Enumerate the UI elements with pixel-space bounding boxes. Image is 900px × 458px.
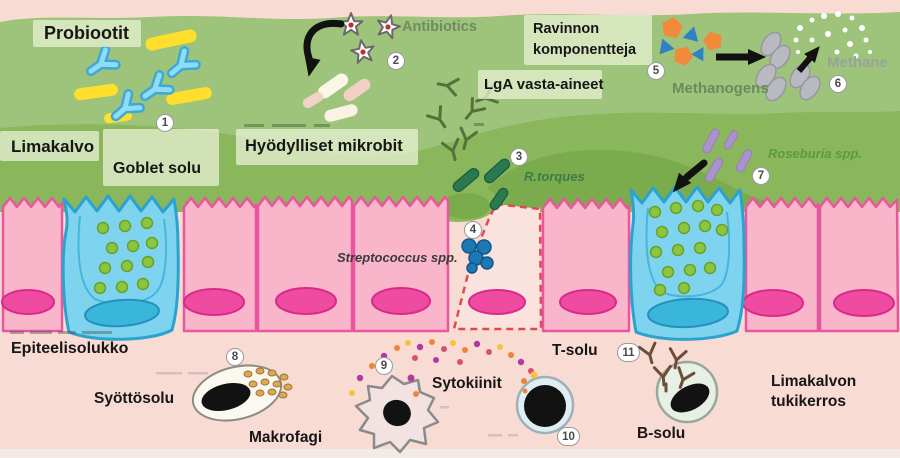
dark-green-hill: [470, 150, 790, 207]
label-ravinnon-line1: Ravinnon: [533, 21, 600, 37]
lga-label-box: [478, 70, 602, 99]
marker-10: 10: [557, 427, 580, 446]
methane-dots: [793, 11, 872, 59]
marker-11: 11: [617, 343, 640, 362]
methanogens-cells: [755, 31, 821, 102]
goblet-solu-label-box: [103, 129, 219, 186]
label-methane: Methane: [827, 54, 888, 71]
marker-6: 6: [829, 75, 847, 93]
food-components: [659, 17, 722, 66]
marker-3: 3: [510, 148, 528, 166]
rtorques-bacteria: [452, 158, 511, 211]
label-rtorques: R.torques: [524, 169, 585, 184]
bottom-strip: [0, 449, 900, 458]
label-makrofagi: Makrofagi: [249, 429, 323, 446]
label-tukikerros-line1: Limakalvon: [771, 373, 857, 390]
marker-7: 7: [752, 167, 770, 185]
label-t-solu: T-solu: [552, 342, 598, 359]
hyodylliset-label-box: [236, 129, 418, 165]
label-lga-vasta-aineet: LgA vasta-aineet: [484, 76, 604, 93]
probiotic-bacteria: [74, 29, 212, 124]
t-cell: [515, 371, 575, 435]
mucus-blob-gap-dark: [442, 193, 490, 219]
obscured-text-fragments: [10, 123, 484, 334]
mast-cell: [191, 364, 293, 422]
b-cell: [637, 341, 719, 424]
label-b-solu: B-solu: [637, 425, 686, 442]
goblet-cell-1: [61, 194, 180, 341]
label-streptococcus: Streptococcus spp.: [337, 250, 458, 265]
antibiotics-arrow: [303, 19, 345, 77]
roseburia-arrow: [672, 159, 708, 193]
goblet-cell-2: [629, 185, 746, 341]
label-sytokiinit: Sytokiinit: [432, 375, 502, 392]
marker-4: 4: [464, 221, 482, 239]
marker-1: 1: [156, 114, 174, 132]
label-tukikerros-line2: tukikerros: [771, 393, 846, 410]
marker-2: 2: [387, 52, 405, 70]
faint-dashes: [156, 372, 518, 437]
ravinnon-label-box: [524, 15, 652, 65]
label-probiootit: Probiootit: [44, 23, 129, 43]
label-syottosolu: Syöttösolu: [94, 390, 175, 407]
dead-microbes: [302, 73, 371, 122]
label-epiteelisolukko: Epiteelisolukko: [11, 340, 129, 357]
label-roseburia: Roseburia spp.: [768, 146, 862, 161]
probiootit-label-box: [33, 20, 141, 47]
methanogens-arrow: [716, 49, 766, 65]
label-ravinnon-line2: komponentteja: [533, 42, 637, 58]
damaged-cell-outline: [452, 202, 543, 331]
macrophage-cell: [354, 374, 440, 454]
label-goblet-solu: Goblet solu: [113, 160, 201, 177]
roseburia-bacteria: [702, 128, 753, 183]
marker-9: 9: [375, 357, 393, 375]
marker-5: 5: [647, 62, 665, 80]
methane-arrow: [796, 46, 820, 73]
marker-8: 8: [226, 348, 244, 366]
label-limakalvo: Limakalvo: [11, 137, 95, 156]
streptococcus-cocci: [461, 238, 494, 274]
label-hyodylliset-mikrobit: Hyödylliset mikrobit: [245, 137, 403, 155]
limakalvo-label-box: [0, 131, 99, 161]
label-methanogens: Methanogens: [672, 80, 769, 97]
label-antibiotics: Antibiotics: [402, 19, 477, 35]
